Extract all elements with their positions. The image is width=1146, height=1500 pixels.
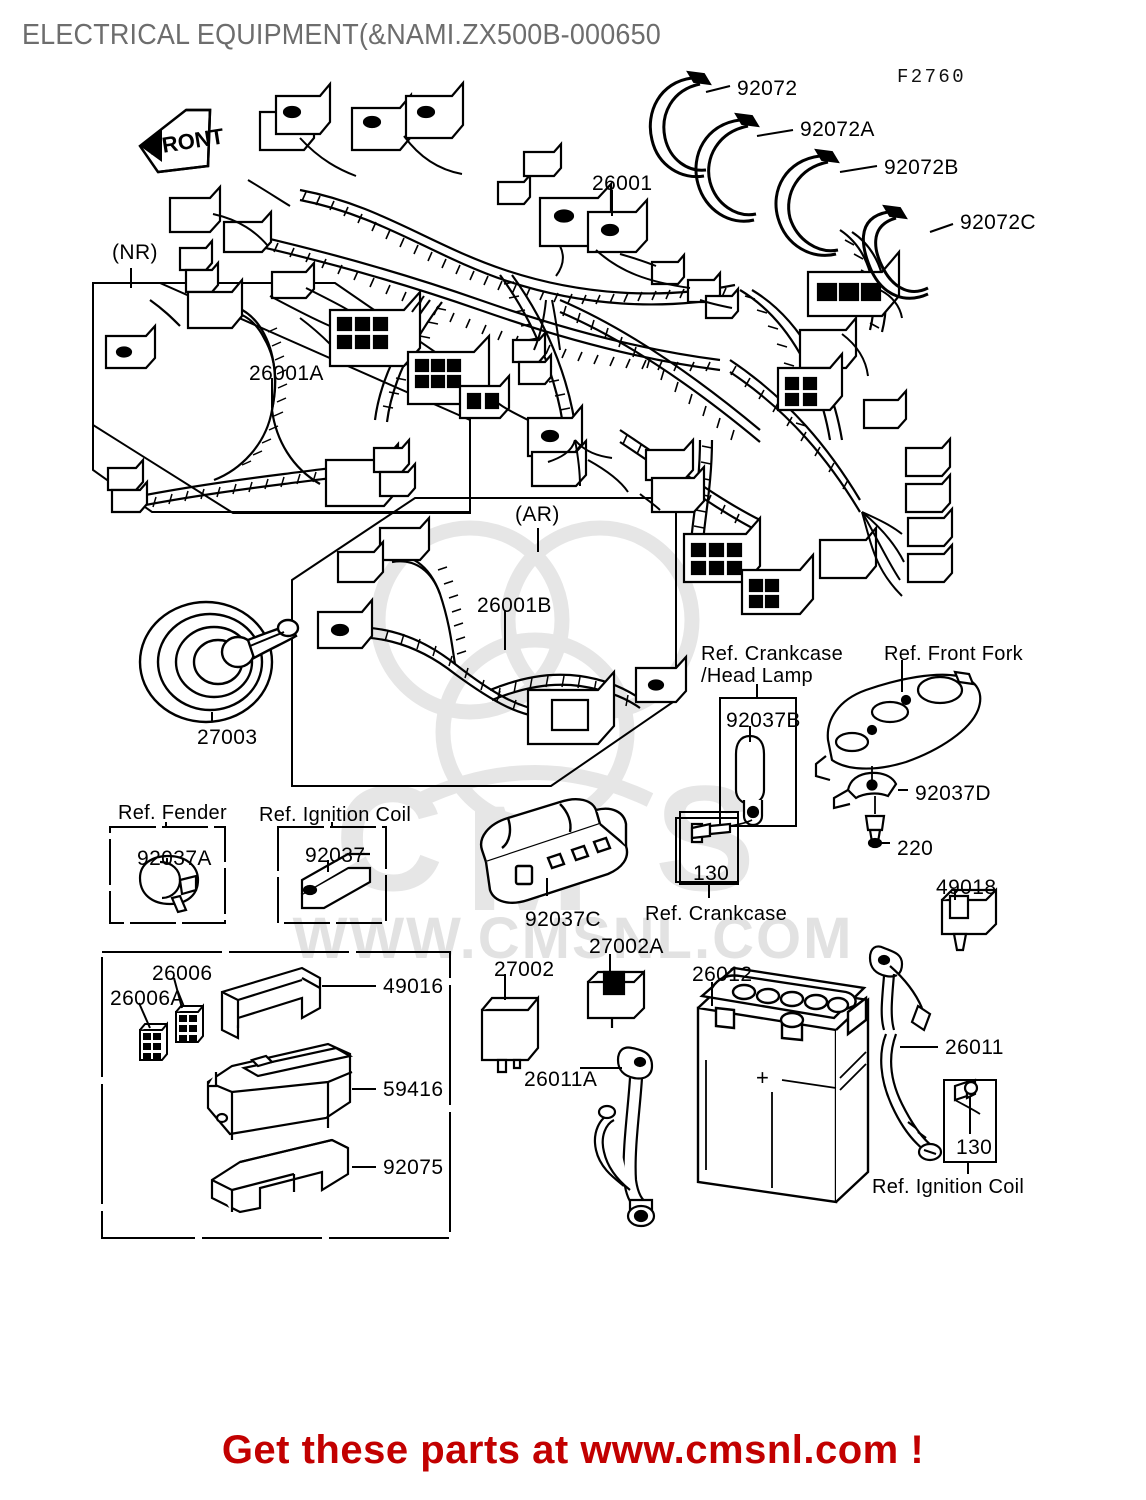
figure-code: F2760 (897, 66, 967, 88)
ref-line-1: Ref. Crankcase (701, 643, 844, 665)
group-tag-ar: (AR) (515, 503, 560, 526)
callout-label-92075: 92075 (383, 1156, 444, 1179)
ref-label-ignition-coil-bottom: Ref. Ignition Coil (872, 1176, 1025, 1198)
horn-27003 (138, 600, 300, 724)
callout-leader-lines (130, 85, 971, 1174)
part-26011A (593, 1046, 656, 1228)
front-direction-tag: FRONT (138, 108, 226, 174)
callout-label-49018: 49018 (936, 876, 997, 899)
box-92037A (109, 826, 226, 924)
callout-label-27002A: 27002A (589, 935, 664, 958)
callout-label-26011A: 26011A (524, 1068, 598, 1091)
callout-label-27003: 27003 (197, 726, 258, 749)
callout-label-26001A: 26001A (249, 362, 324, 385)
front-fork-bracket (814, 670, 982, 782)
callout-label-130-crankcase: 130 (693, 862, 730, 885)
callout-label-92072A: 92072A (800, 118, 875, 141)
part-92075 (210, 1138, 350, 1214)
box-130-ignition-coil (943, 1079, 997, 1163)
callout-label-92072C: 92072C (960, 211, 1036, 234)
callout-label-220: 220 (897, 837, 934, 860)
ref-label-crankcase: Ref. Crankcase (645, 903, 788, 925)
callout-label-92072: 92072 (737, 77, 798, 100)
callout-label-26006: 26006 (152, 962, 213, 985)
sub-harness-26001A-connectors (104, 276, 417, 514)
part-27002A (586, 969, 646, 1028)
callout-label-26006A: 26006A (110, 987, 185, 1010)
band-clamp-92072A (694, 112, 760, 223)
part-26011 (868, 945, 943, 1162)
sub-harness-26001B-connectors (316, 515, 688, 746)
callout-label-26011: 26011 (945, 1036, 1004, 1059)
harness-thin-wires (212, 135, 905, 597)
part-92037B (734, 734, 766, 827)
ref-label-crankcase-headlamp: Ref. Crankcase /Head Lamp (701, 643, 843, 688)
part-59416 (206, 1042, 354, 1140)
band-clamp-92072 (648, 70, 712, 179)
part-92037 (300, 852, 372, 910)
callout-label-92037A: 92037A (137, 847, 212, 870)
band-clamp-92072B (774, 148, 840, 257)
callout-label-59416: 59416 (383, 1078, 444, 1101)
part-27002 (480, 994, 540, 1074)
part-26006A (139, 1021, 168, 1061)
ref-label-fender: Ref. Fender (118, 802, 227, 824)
ref-label-front-fork: Ref. Front Fork (884, 643, 1023, 665)
bolt-130-b (953, 1078, 981, 1115)
callout-label-26001: 26001 (592, 172, 653, 195)
callout-label-27002: 27002 (494, 958, 555, 981)
part-26006 (175, 1003, 204, 1043)
part-49016 (220, 966, 322, 1040)
group-tag-nr: (NR) (112, 241, 158, 264)
fuse-panel-box (101, 951, 451, 1239)
part-92037A (138, 854, 200, 914)
callout-label-92037D: 92037D (915, 782, 991, 805)
part-92037C (479, 798, 629, 904)
part-26012-battery (696, 966, 870, 1204)
callout-label-26001B: 26001B (477, 594, 552, 617)
callout-label-92037C: 92037C (525, 908, 601, 931)
part-92037D (832, 771, 898, 810)
battery-positive-mark: + (756, 1065, 769, 1090)
callout-label-26012: 26012 (692, 963, 753, 986)
footer-promo-text: Get these parts at www.cmsnl.com ! (221, 1428, 925, 1472)
band-clamp-92072C (862, 204, 929, 300)
callout-label-92037B: 92037B (726, 709, 801, 732)
ref-line-2: /Head Lamp (701, 665, 813, 688)
callout-label-130-ignition: 130 (956, 1136, 993, 1159)
callout-label-92037: 92037 (305, 844, 366, 867)
page-title: ELECTRICAL EQUIPMENT(&NAMI.ZX500B-000650 (22, 19, 661, 51)
ref-label-ignition-coil-top: Ref. Ignition Coil (259, 804, 412, 826)
harness-connectors (168, 79, 954, 616)
nr-panel-outline (92, 282, 471, 514)
callout-label-49016: 49016 (383, 975, 444, 998)
callout-label-92072B: 92072B (884, 156, 959, 179)
